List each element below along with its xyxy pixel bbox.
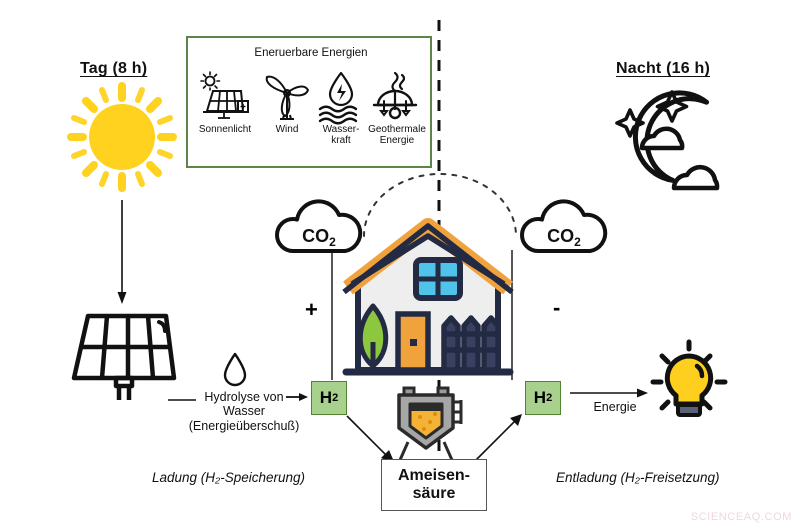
hydrolysis-label: Hydrolyse von Wasser (Energieüberschuß): [188, 390, 300, 433]
svg-text:CO2: CO2: [547, 226, 581, 249]
panel-to-hydrolysis-line: [168, 399, 196, 401]
formic-acid-box: Ameisen- säure: [381, 459, 487, 511]
hydrolysis-to-h2-arrow: [286, 393, 308, 401]
hydrogen-chip-left-sub: 2: [332, 392, 339, 404]
watermark: SCIENCEAQ.COM: [690, 511, 792, 524]
renewable-label-sunlight: Sonnenlicht: [198, 124, 252, 135]
moon-night-icon: [615, 90, 720, 191]
renewable-item-geothermal: Geothermale Energie: [366, 70, 428, 146]
co2-right-connector: [511, 250, 513, 380]
co2-cloud-left: CO2: [275, 199, 363, 253]
renewable-item-sunlight: Sonnenlicht: [194, 70, 256, 135]
reactor-tank-icon: [397, 386, 463, 461]
renewable-item-hydro: Wasser- kraft: [310, 70, 372, 146]
discharge-caption: Entladung (H₂-Freisetzung): [556, 470, 720, 485]
page-title-night: Nacht (16 h): [616, 60, 710, 77]
renewable-item-wind: Wind: [256, 70, 318, 135]
wind-turbine-icon: [265, 75, 309, 120]
page-title-day: Tag (8 h): [80, 60, 148, 77]
solar-panel-icon: [200, 71, 249, 119]
house-icon: [342, 218, 514, 376]
renewable-label-hydro: Wasser- kraft: [322, 124, 360, 146]
renewable-label-wind: Wind: [275, 124, 299, 135]
hydro-power-icon: [318, 71, 358, 125]
water-drop-icon: [223, 352, 247, 387]
sun-to-panel-arrow: [117, 200, 127, 304]
renewable-energy-title: Eneruerbare Energien: [254, 47, 368, 59]
charge-caption: Ladung (H₂-Speicherung): [152, 470, 305, 485]
formic-acid-line1: Ameisen-: [397, 467, 471, 485]
sun-icon: [67, 82, 177, 192]
renewable-energy-box: Eneruerbare Energien: [186, 36, 432, 168]
plus-sign: +: [305, 297, 318, 322]
acid-to-h2-right-arrow: [473, 414, 522, 463]
renewable-label-geothermal: Geothermale Energie: [368, 124, 426, 146]
hydrogen-chip-left-label: H: [319, 388, 333, 407]
co2-cloud-right: CO2: [520, 199, 608, 253]
energy-arrow: [570, 388, 648, 398]
light-bulb-icon: [650, 339, 728, 417]
svg-text:CO2: CO2: [302, 226, 336, 249]
formic-acid-line2: säure: [412, 485, 456, 502]
co2-left-connector: [331, 250, 333, 380]
house-arc: [363, 173, 517, 237]
solar-panel-icon: [71, 313, 177, 400]
hydrogen-chip-right-label: H: [533, 388, 547, 407]
energy-label: Energie: [593, 400, 637, 414]
geothermal-icon: [372, 71, 418, 120]
minus-sign: -: [553, 295, 561, 320]
hydrogen-chip-right-sub: 2: [546, 392, 553, 404]
